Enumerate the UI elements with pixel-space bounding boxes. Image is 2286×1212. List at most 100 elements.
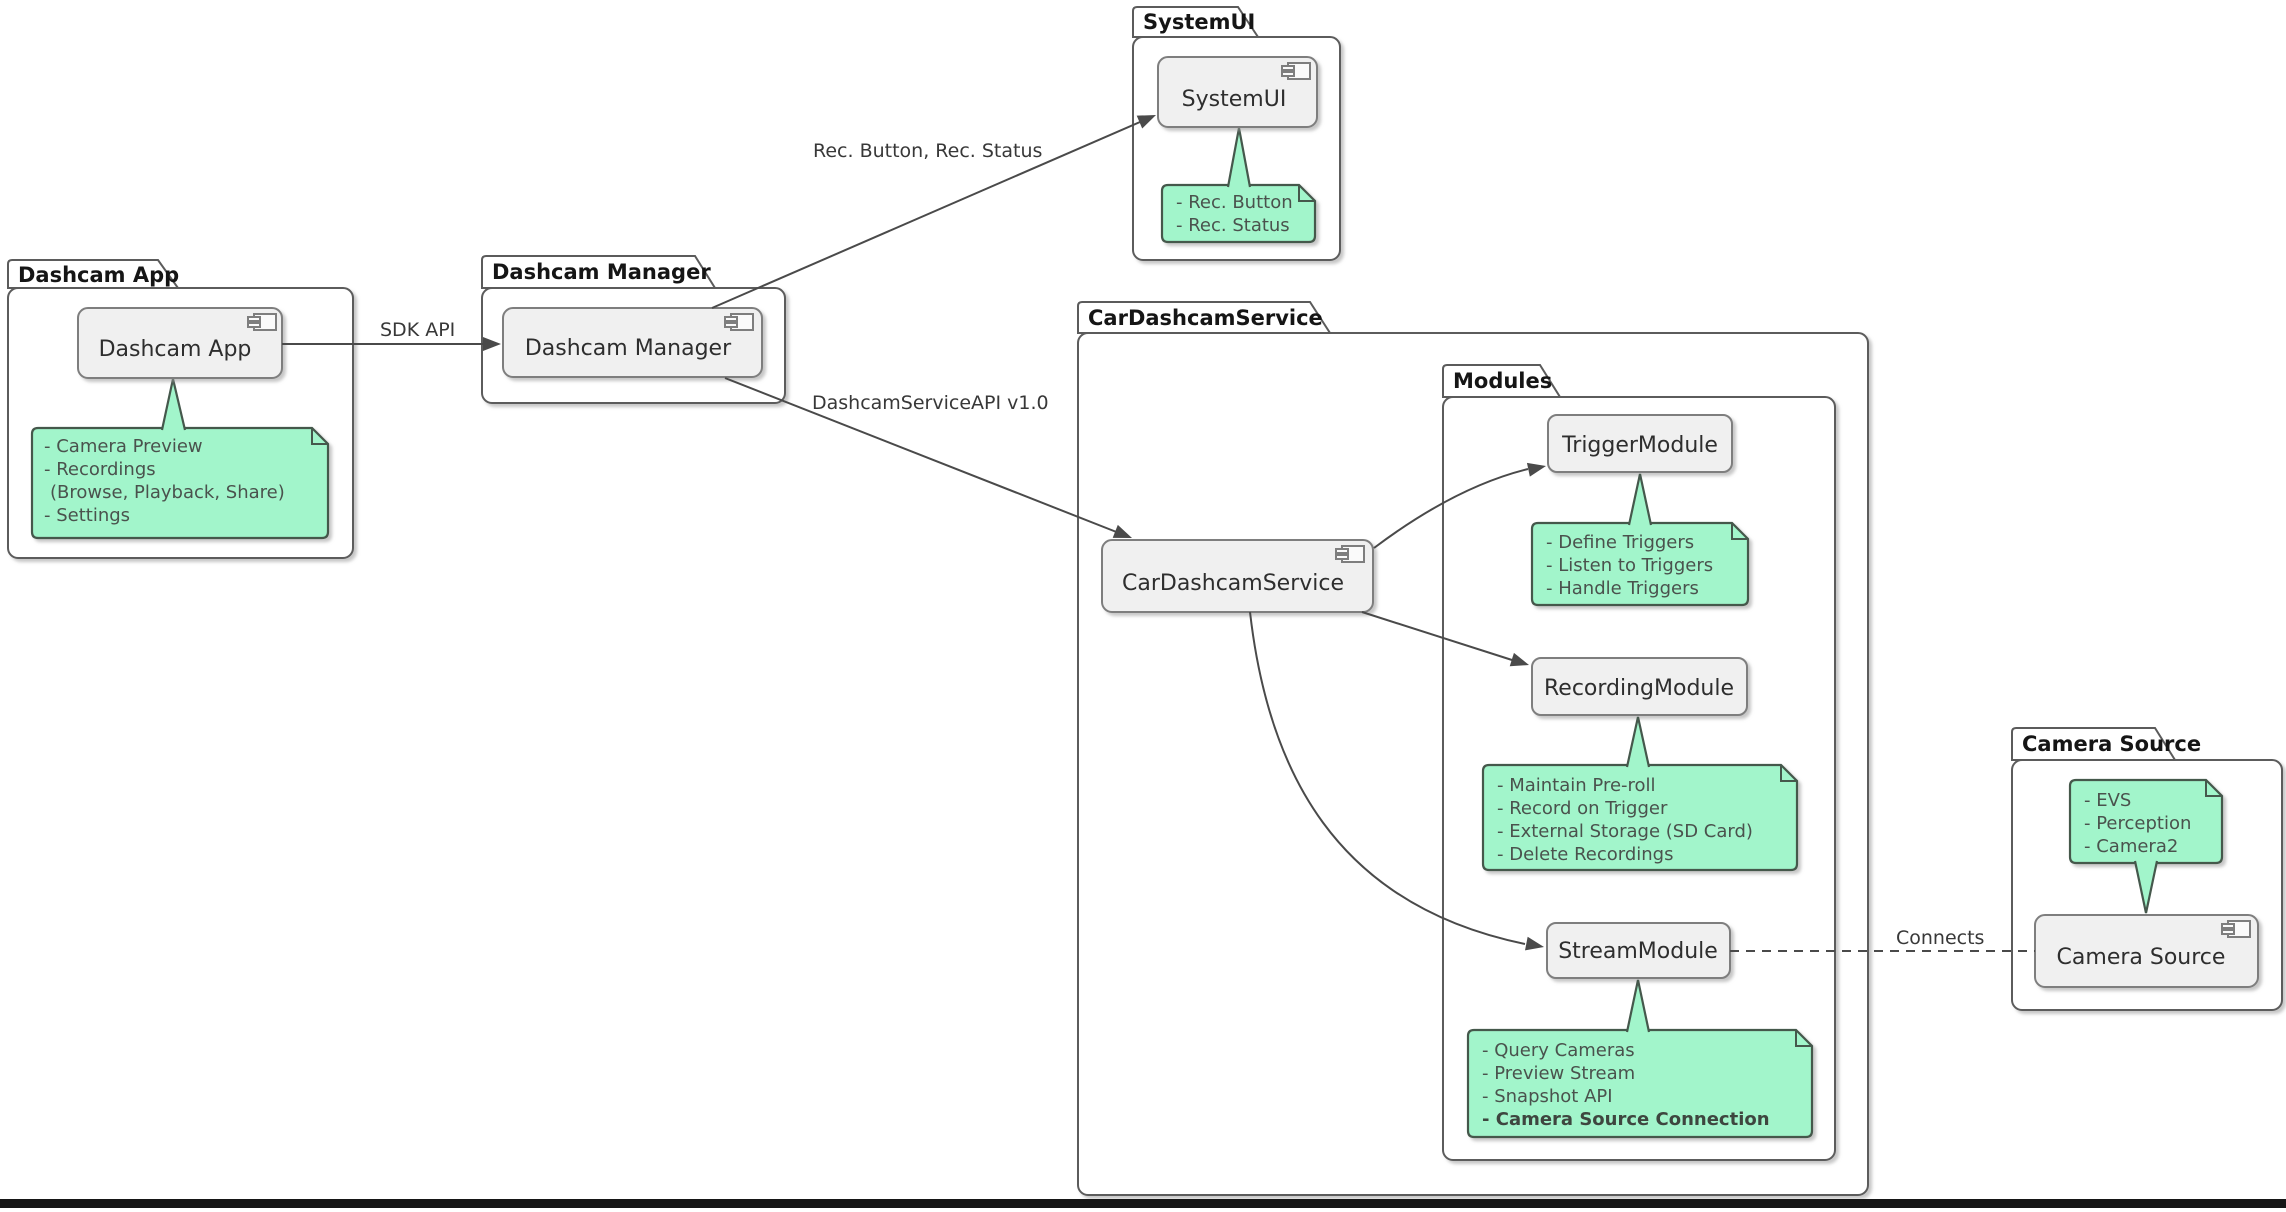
note-body	[1481, 763, 1799, 872]
component-box	[502, 307, 763, 378]
edge-connects: Connects	[1730, 927, 2035, 952]
package-tab	[2011, 727, 2177, 761]
edge-line	[1373, 468, 1529, 549]
edge-label: SDK API	[380, 319, 455, 341]
arrowhead-icon	[1524, 936, 1544, 951]
edge-dashcam-service-api: DashcamServiceAPI v1.0	[724, 377, 1132, 538]
note-body	[2068, 778, 2224, 865]
note-body	[30, 426, 330, 540]
arrowhead-icon	[483, 337, 501, 351]
edge-line	[711, 121, 1141, 309]
note-fold-icon	[1795, 1030, 1812, 1047]
note-line: - Camera Source Connection	[1482, 1109, 1770, 1130]
component-icon	[1281, 62, 1311, 80]
package-title: Camera Source	[2022, 732, 2201, 756]
edge-sdk-api: SDK API	[282, 319, 501, 351]
note-tail	[2133, 860, 2159, 914]
arrowhead-icon	[1526, 462, 1546, 477]
arrowhead-icon	[1112, 524, 1132, 538]
package-modules: Modules TriggerModule - Define Triggers …	[1442, 364, 1836, 1161]
component-icon	[2221, 920, 2251, 938]
note-line: - Query Cameras	[1482, 1040, 1635, 1061]
edge-line	[724, 377, 1120, 534]
note-dashcam-app: - Camera Preview - Recordings (Browse, P…	[30, 378, 330, 540]
module-label: RecordingModule	[1544, 676, 1734, 701]
module-box	[1531, 657, 1748, 716]
note-fold-icon	[1780, 765, 1797, 782]
component-systemui: SystemUI	[1157, 56, 1318, 128]
package-tab	[1442, 364, 1562, 398]
note-line: - Handle Triggers	[1546, 578, 1699, 599]
note-line: - Settings	[44, 505, 130, 526]
note-line: - Maintain Pre-roll	[1497, 775, 1656, 796]
note-fold-icon	[1298, 185, 1315, 202]
component-camera-source: Camera Source	[2034, 914, 2259, 988]
package-tab	[7, 259, 180, 289]
note-line: - Camera2	[2084, 836, 2178, 857]
edge-label: DashcamServiceAPI v1.0	[812, 392, 1049, 414]
note-line: - External Storage (SD Card)	[1497, 821, 1753, 842]
package-title: Modules	[1453, 369, 1552, 393]
package-tab	[1132, 6, 1260, 38]
note-line: - Listen to Triggers	[1546, 555, 1713, 576]
note-tail	[1625, 979, 1651, 1033]
note-tail	[1625, 716, 1651, 768]
package-systemui: SystemUI - Rec. Button - Rec. Status Sys…	[1132, 6, 1341, 261]
component-label: SystemUI	[1182, 87, 1287, 112]
module-recording: RecordingModule - Maintain Pre-roll - Re…	[1481, 657, 1799, 872]
note-line: - Define Triggers	[1546, 532, 1694, 553]
package-tab	[1077, 301, 1332, 334]
component-icon	[247, 313, 277, 331]
component-dashcam-app: Dashcam App	[77, 307, 283, 379]
component-label: Camera Source	[2057, 945, 2226, 970]
component-dashcam-manager: Dashcam Manager	[502, 307, 763, 378]
arrowhead-icon	[1136, 115, 1156, 129]
arrowhead-icon	[1509, 652, 1529, 667]
package-title: SystemUI	[1143, 10, 1255, 34]
module-trigger: TriggerModule - Define Triggers - Listen…	[1530, 414, 1750, 607]
module-label: StreamModule	[1558, 939, 1718, 964]
package-dashcam-app: Dashcam App - Camera Preview - Recording…	[7, 259, 354, 559]
note-line: - EVS	[2084, 790, 2131, 811]
note-line: - Camera Preview	[44, 436, 203, 457]
note-line: - Recordings	[44, 459, 156, 480]
component-box	[1157, 56, 1318, 128]
package-tab	[481, 255, 717, 289]
note-body	[1530, 521, 1750, 607]
component-label: Dashcam App	[99, 337, 252, 362]
component-icon	[724, 313, 754, 331]
note-line: - Preview Stream	[1482, 1063, 1635, 1084]
package-camera-source: Camera Source - EVS - Perception - Camer…	[2011, 727, 2283, 1011]
package-title: Dashcam App	[18, 263, 179, 287]
package-dashcam-manager: Dashcam Manager Dashcam Manager	[481, 255, 786, 404]
package-car-dashcam-service: CarDashcamService Modules TriggerModule …	[1077, 301, 1869, 1196]
edge-rec-button-status: Rec. Button, Rec. Status	[711, 115, 1156, 309]
bottom-bar	[0, 1199, 2286, 1208]
module-box	[1547, 414, 1733, 473]
note-line: - Delete Recordings	[1497, 844, 1673, 865]
module-label: TriggerModule	[1561, 433, 1718, 458]
note-fold-icon	[1731, 523, 1748, 540]
module-stream: StreamModule - Query Cameras - Preview S…	[1466, 922, 1814, 1139]
note-line: - Snapshot API	[1482, 1086, 1613, 1107]
note-line: - Rec. Status	[1176, 215, 1290, 236]
edge-service-to-trigger	[1373, 462, 1546, 549]
edge-line	[1361, 611, 1513, 661]
note-line: - Perception	[2084, 813, 2191, 834]
package-title: Dashcam Manager	[492, 260, 711, 284]
component-label: Dashcam Manager	[525, 336, 732, 361]
component-box	[1101, 539, 1374, 613]
component-icon	[1335, 545, 1365, 563]
note-fold-icon	[311, 428, 328, 445]
note-fold-icon	[2205, 780, 2222, 797]
edge-service-to-stream	[1249, 611, 1544, 951]
note-line: - Rec. Button	[1176, 192, 1293, 213]
component-label: CarDashcamService	[1122, 571, 1344, 596]
edge-line	[1249, 611, 1526, 945]
edge-label: Connects	[1896, 927, 1984, 949]
edge-label: Rec. Button, Rec. Status	[813, 140, 1042, 162]
note-line: - Record on Trigger	[1497, 798, 1668, 819]
edge-service-to-recording	[1361, 611, 1529, 667]
